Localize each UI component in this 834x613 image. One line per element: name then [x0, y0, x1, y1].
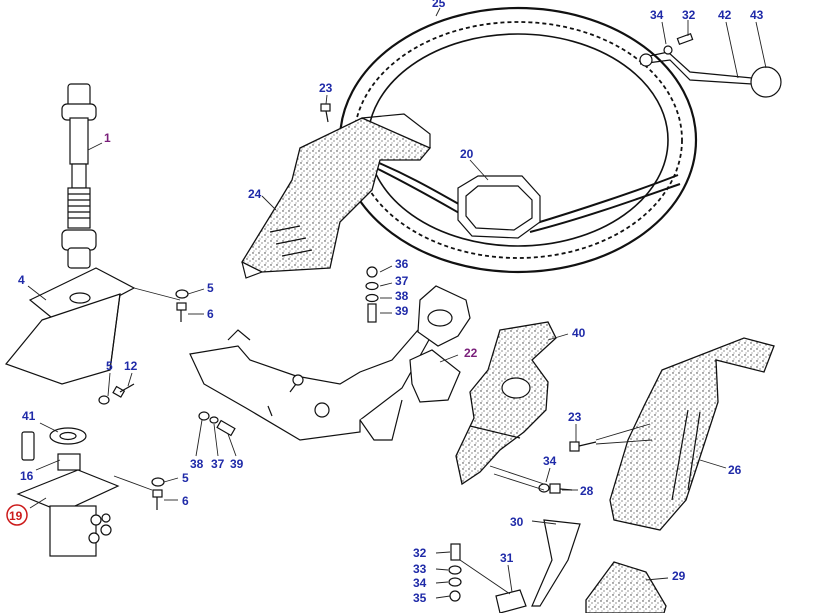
- part-label-38[interactable]: 38: [395, 289, 409, 303]
- steering-shaft: [61, 83, 97, 269]
- part-label-23[interactable]: 23: [568, 410, 582, 424]
- part-label-22[interactable]: 22: [464, 346, 478, 360]
- panel-29: [585, 561, 667, 613]
- bolt-washer-5-6-lower: [151, 477, 165, 510]
- part-label-39[interactable]: 39: [395, 304, 409, 318]
- fastener-stack-36-39: [365, 266, 379, 323]
- part-label-34[interactable]: 34: [543, 454, 557, 468]
- part-label-12[interactable]: 12: [124, 359, 138, 373]
- part-label-1[interactable]: 1: [104, 131, 111, 145]
- part-label-34[interactable]: 34: [413, 576, 427, 590]
- part-label-26[interactable]: 26: [728, 463, 742, 477]
- part-label-29[interactable]: 29: [672, 569, 686, 583]
- part-label-38[interactable]: 38: [190, 457, 204, 471]
- part-label-5[interactable]: 5: [182, 471, 189, 485]
- part-label-25[interactable]: 25: [432, 0, 446, 10]
- column-support-bracket: [189, 285, 471, 441]
- part-label-37[interactable]: 37: [395, 274, 409, 288]
- part-label-41[interactable]: 41: [22, 409, 36, 423]
- part-labels: 1 4 5 6 5 12 41 16 19 5 6 38 37 39 36 37…: [6, 0, 764, 605]
- part-label-37[interactable]: 37: [211, 457, 225, 471]
- part-label-6[interactable]: 6: [182, 494, 189, 508]
- shift-lever: [639, 33, 782, 98]
- part-label-39[interactable]: 39: [230, 457, 244, 471]
- part-label-23[interactable]: 23: [319, 81, 333, 95]
- part-label-6[interactable]: 6: [207, 307, 214, 321]
- part-label-43[interactable]: 43: [750, 8, 764, 22]
- bolt-23-top: [320, 103, 331, 123]
- bolt-washer-5-6-upper: [175, 289, 189, 322]
- circled-part-19-marker: [6, 504, 28, 526]
- bolt-28: [538, 483, 573, 494]
- clamp-40: [455, 321, 557, 486]
- part-label-32[interactable]: 32: [413, 546, 427, 560]
- leader-lines: [27, 7, 767, 599]
- fastener-stack-32-35: [448, 543, 462, 602]
- part-label-5[interactable]: 5: [106, 359, 113, 373]
- part-label-24[interactable]: 24: [248, 187, 262, 201]
- part-label-36[interactable]: 36: [395, 257, 409, 271]
- part-label-19[interactable]: 19: [9, 509, 23, 523]
- part-label-28[interactable]: 28: [580, 484, 594, 498]
- part-label-4[interactable]: 4: [18, 273, 25, 287]
- part-label-5[interactable]: 5: [207, 281, 214, 295]
- part-label-35[interactable]: 35: [413, 591, 427, 605]
- cover-26: [609, 337, 775, 531]
- mount-bracket-4: [4, 267, 136, 385]
- column-cover: [241, 113, 432, 279]
- steering-valve-assembly: [16, 427, 120, 557]
- fastener-stack-37-39-lower: [198, 411, 236, 437]
- part-label-32[interactable]: 32: [682, 8, 696, 22]
- part-label-30[interactable]: 30: [510, 515, 524, 529]
- bolt-23-right: [569, 441, 597, 452]
- part-label-16[interactable]: 16: [20, 469, 34, 483]
- bolt-washer-5-12: [98, 383, 135, 405]
- part-label-20[interactable]: 20: [460, 147, 474, 161]
- bracket-30-31: [495, 519, 581, 613]
- part-label-31[interactable]: 31: [500, 551, 514, 565]
- part-label-42[interactable]: 42: [718, 8, 732, 22]
- part-label-33[interactable]: 33: [413, 562, 427, 576]
- part-label-40[interactable]: 40: [572, 326, 586, 340]
- part-label-34[interactable]: 34: [650, 8, 664, 22]
